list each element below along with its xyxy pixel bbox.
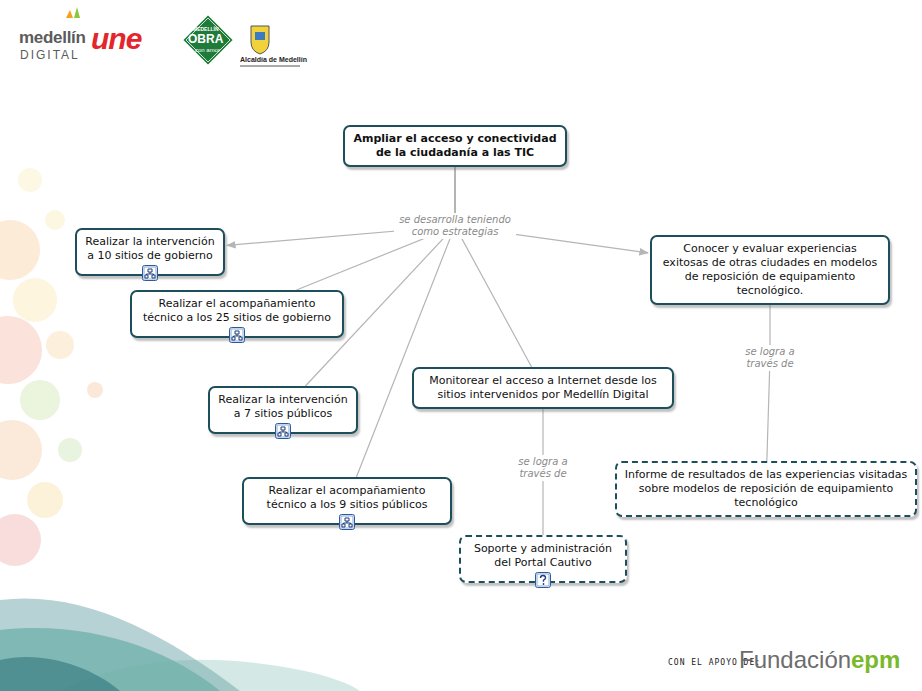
logo-text: OBRA: [188, 32, 223, 46]
connector: [455, 167, 532, 367]
concept-box: Conocer y evaluar experiencias exitosas …: [650, 235, 890, 305]
resource-box: Informe de resultados de las experiencia…: [615, 461, 917, 517]
linking-phrase: se logra a través de: [728, 345, 812, 371]
logo-text: medellín: [19, 28, 86, 48]
submap-icon: [339, 514, 355, 530]
connector: [767, 305, 770, 461]
connector: [455, 167, 648, 253]
help-icon: [535, 572, 551, 588]
concept-box: Ampliar el acceso y conectividad de la c…: [343, 125, 567, 167]
concept-text: Ampliar el acceso y conectividad de la c…: [352, 132, 558, 160]
bottom-swoosh: [0, 598, 360, 691]
concept-text: Realizar la intervención a 10 sitios de …: [84, 235, 216, 263]
linking-phrase: se desarrolla teniendo como estrategias: [394, 213, 516, 239]
submap-icon: [275, 423, 291, 439]
sponsor-logo-text: Fundación: [739, 646, 851, 674]
logo-text: DIGITAL: [20, 48, 80, 62]
concept-text: Realizar el acompañamiento técnico a los…: [139, 297, 335, 325]
logo-text: con amor: [195, 47, 220, 53]
concept-box: Realizar la intervención a 10 sitios de …: [75, 228, 225, 276]
concept-box: Realizar el acompañamiento técnico a los…: [242, 477, 452, 525]
sponsor-logo-text: epm: [851, 646, 900, 674]
concept-text: Conocer y evaluar experiencias exitosas …: [659, 242, 881, 298]
concept-text: Monitorear el acceso a Internet desde lo…: [421, 374, 665, 402]
concept-text: Realizar el acompañamiento técnico a los…: [251, 484, 443, 512]
logo-text: Alcaldía de Medellín: [240, 56, 307, 63]
concept-box: Realizar el acompañamiento técnico a los…: [130, 290, 344, 338]
concept-text: Realizar la intervención a 7 sitios públ…: [217, 393, 349, 421]
concept-box: Monitorear el acceso a Internet desde lo…: [412, 367, 674, 409]
submap-icon: [229, 327, 245, 343]
logo-text: une: [91, 22, 141, 56]
concept-box: Realizar la intervención a 7 sitios públ…: [208, 386, 358, 434]
linking-phrase: se logra a través de: [501, 455, 585, 481]
concept-text: Soporte y administración del Portal Caut…: [468, 542, 618, 570]
submap-icon: [142, 265, 158, 281]
logo-text: MEDELLÍN: [193, 26, 219, 32]
resource-box: Soporte y administración del Portal Caut…: [459, 535, 627, 583]
connector: [305, 167, 455, 386]
concept-text: Informe de resultados de las experiencia…: [624, 468, 908, 510]
